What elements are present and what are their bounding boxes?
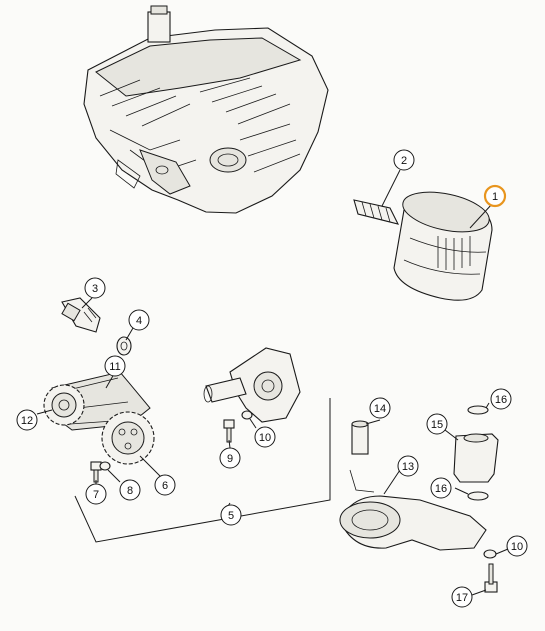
driven-sprocket-illustration	[101, 411, 155, 465]
adapter-block-illustration	[453, 433, 499, 483]
pickup-bolt-illustration	[484, 563, 498, 593]
callout-12-text: 12	[21, 415, 33, 427]
driving-sprocket-illustration	[43, 384, 85, 426]
callout-9-text: 9	[227, 453, 233, 465]
sealing-washer-illustration	[116, 336, 132, 356]
callout-4-text: 4	[136, 315, 142, 327]
callout-11: 11	[104, 355, 126, 377]
pump-bolt-illustration	[223, 419, 235, 443]
callout-2: 2	[393, 149, 415, 171]
callout-16-upper-text: 16	[495, 394, 507, 406]
pump-washer-illustration	[241, 410, 253, 420]
pickup-washer-illustration	[483, 549, 497, 559]
callout-8-text: 8	[127, 485, 133, 497]
engine-block-illustration	[83, 5, 329, 214]
callout-13-text: 13	[402, 461, 414, 473]
sleeve-illustration	[351, 420, 369, 455]
oil-filter-illustration	[393, 191, 493, 301]
o-ring-upper-illustration	[467, 405, 489, 415]
callout-14-text: 14	[374, 403, 386, 415]
oil-pickup-illustration	[339, 469, 487, 551]
callout-16-lower-text: 16	[435, 483, 447, 495]
callout-9: 9	[219, 447, 241, 469]
callout-17-text: 17	[456, 592, 468, 604]
callout-7-text: 7	[93, 489, 99, 501]
callout-10-pickup-text: 10	[511, 541, 523, 553]
callout-1-text: 1	[492, 191, 498, 203]
callout-7: 7	[85, 483, 107, 505]
callout-16-upper: 16	[490, 388, 512, 410]
callout-10-pickup: 10	[506, 535, 528, 557]
callout-12: 12	[16, 409, 38, 431]
callout-15: 15	[426, 413, 448, 435]
callout-8: 8	[119, 479, 141, 501]
callout-13: 13	[397, 455, 419, 477]
callout-16-lower: 16	[430, 477, 452, 499]
callout-4: 4	[128, 309, 150, 331]
callout-6: 6	[154, 474, 176, 496]
callout-2-text: 2	[401, 155, 407, 167]
callout-6-text: 6	[162, 480, 168, 492]
callout-labels: 1 2 3 4 5 6 7 8	[16, 149, 528, 608]
callout-3-text: 3	[92, 283, 98, 295]
callout-10-pump: 10	[254, 426, 276, 448]
sprocket-washer-illustration	[99, 461, 111, 471]
callout-3: 3	[84, 277, 106, 299]
callout-5: 5	[220, 504, 242, 526]
callout-15-text: 15	[431, 419, 443, 431]
sprocket-bolt-illustration	[90, 461, 102, 483]
oil-pump-illustration	[203, 347, 301, 423]
leader-lines	[36, 169, 509, 596]
callout-10-pump-text: 10	[259, 432, 271, 444]
callout-1: 1	[483, 184, 507, 208]
threaded-stud-illustration	[353, 199, 400, 225]
oil-pressure-sender-illustration	[61, 297, 101, 333]
callout-14: 14	[369, 397, 391, 419]
callout-5-text: 5	[228, 510, 234, 522]
callout-17: 17	[451, 586, 473, 608]
callout-11-text: 11	[109, 361, 120, 373]
o-ring-lower-illustration	[467, 491, 489, 501]
